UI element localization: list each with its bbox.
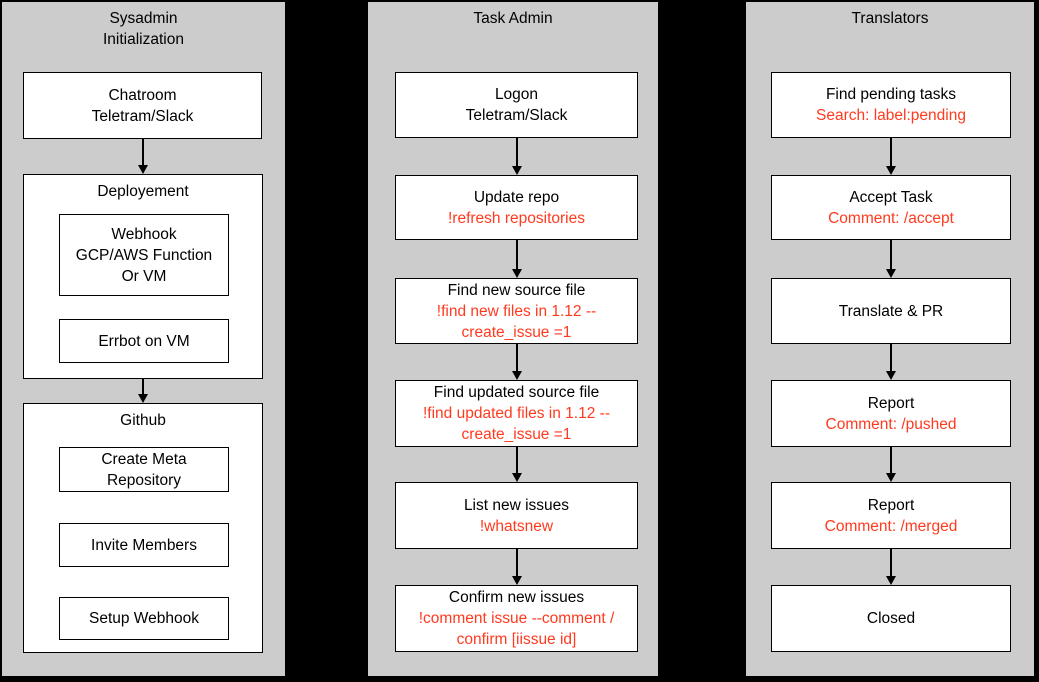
- node-command: !find new files in 1.12 -- create_issue …: [436, 302, 597, 341]
- node-title: Find updated source file: [433, 384, 600, 401]
- node-list-new-issues: List new issues !whatsnew: [395, 482, 638, 549]
- arrow-head: [512, 166, 522, 175]
- node-command: !refresh repositories: [448, 209, 585, 227]
- arrow-shaft: [516, 240, 518, 270]
- node-report-merged: Report Comment: /merged: [771, 482, 1011, 549]
- node-title: Invite Members: [91, 536, 197, 554]
- arrow-down-icon: [885, 138, 897, 175]
- arrow-shaft: [890, 549, 892, 577]
- arrow-down-icon: [511, 138, 523, 175]
- arrow-head: [886, 371, 896, 380]
- node-title: Setup Webhook: [88, 610, 199, 627]
- arrow-head: [512, 269, 522, 278]
- node-github-group: Github Create Meta Repository Invite Mem…: [23, 403, 263, 653]
- node-closed: Closed: [771, 585, 1011, 652]
- lane-title-translators: Translators: [851, 10, 929, 27]
- arrow-shaft: [516, 549, 518, 577]
- arrow-down-icon: [511, 447, 523, 482]
- arrow-shaft: [890, 138, 892, 167]
- arrow-head: [886, 166, 896, 175]
- lane-translators: Translators Find pending tasks Search: l…: [746, 2, 1034, 676]
- node-title: Translate & PR: [838, 302, 944, 320]
- node-command: Comment: /merged: [824, 517, 958, 535]
- node-chatroom: Chatroom Teletram/Slack: [23, 72, 262, 139]
- arrow-down-icon: [511, 344, 523, 380]
- arrow-head: [886, 473, 896, 482]
- node-find-new-source-file: Find new source file !find new files in …: [395, 278, 638, 344]
- lane-sysadmin-initialization: Sysadmin Initialization Chatroom Teletra…: [2, 2, 285, 676]
- arrow-shaft: [890, 240, 892, 270]
- arrow-head: [512, 371, 522, 380]
- node-accept-task: Accept Task Comment: /accept: [771, 175, 1011, 240]
- arrow-head: [138, 165, 148, 174]
- arrow-shaft: [516, 138, 518, 167]
- node-title: Report: [867, 394, 915, 412]
- arrow-shaft: [142, 139, 144, 166]
- lane-task-admin: Task Admin Logon Teletram/Slack Update r…: [368, 2, 658, 676]
- arrow-head: [512, 473, 522, 482]
- arrow-shaft: [516, 447, 518, 474]
- node-title: Errbot on VM: [98, 332, 190, 350]
- node-report-pushed: Report Comment: /pushed: [771, 380, 1011, 447]
- node-create-meta-repository: Create Meta Repository: [59, 447, 229, 492]
- node-title: Webhook GCP/AWS Function Or VM: [75, 225, 213, 285]
- arrow-down-icon: [885, 447, 897, 482]
- node-title: Find new source file: [447, 281, 586, 299]
- node-confirm-new-issues: Confirm new issues !comment issue --comm…: [395, 585, 638, 652]
- node-webhook-function: Webhook GCP/AWS Function Or VM: [59, 214, 229, 296]
- node-errbot-on-vm: Errbot on VM: [59, 319, 229, 363]
- node-title: Closed: [866, 610, 916, 627]
- arrow-shaft: [890, 447, 892, 474]
- node-title: Create Meta Repository: [101, 450, 187, 489]
- lane-title-task-admin: Task Admin: [473, 10, 553, 27]
- node-invite-members: Invite Members: [59, 523, 229, 567]
- node-command: Comment: /pushed: [825, 415, 957, 433]
- arrow-down-icon: [885, 344, 897, 380]
- node-command: !whatsnew: [479, 517, 554, 535]
- arrow-head: [886, 576, 896, 585]
- node-logon: Logon Teletram/Slack: [395, 72, 638, 138]
- arrow-down-icon: [137, 379, 149, 403]
- lane-title-sysadmin: Sysadmin Initialization: [103, 10, 184, 48]
- node-setup-webhook: Setup Webhook: [59, 597, 229, 640]
- node-title: Logon Teletram/Slack: [465, 86, 568, 124]
- node-translate-and-pr: Translate & PR: [771, 278, 1011, 344]
- arrow-shaft: [142, 379, 144, 395]
- node-title: Find pending tasks: [825, 86, 957, 103]
- node-title: Accept Task: [849, 188, 933, 206]
- arrow-down-icon: [511, 549, 523, 585]
- node-command: Search: label:pending: [816, 107, 966, 124]
- node-command: !comment issue --comment / confirm [iiss…: [418, 610, 615, 648]
- arrow-shaft: [890, 344, 892, 372]
- arrow-shaft: [516, 344, 518, 372]
- arrow-head: [138, 394, 148, 403]
- arrow-head: [886, 269, 896, 278]
- node-find-pending-tasks: Find pending tasks Search: label:pending: [771, 72, 1011, 138]
- node-command: !find updated files in 1.12 -- create_is…: [423, 405, 610, 443]
- node-title: Update repo: [473, 188, 560, 206]
- arrow-down-icon: [137, 139, 149, 174]
- node-deployment-group: Deployement Webhook GCP/AWS Function Or …: [23, 174, 263, 379]
- arrow-down-icon: [511, 240, 523, 278]
- node-title: List new issues: [463, 496, 570, 514]
- node-command: Comment: /accept: [828, 209, 954, 227]
- node-title: Github: [120, 412, 166, 429]
- node-update-repo: Update repo !refresh repositories: [395, 175, 638, 240]
- node-find-updated-source-file: Find updated source file !find updated f…: [395, 380, 638, 447]
- node-title: Chatroom Teletram/Slack: [91, 86, 194, 125]
- arrow-head: [512, 576, 522, 585]
- node-title: Deployement: [97, 183, 189, 200]
- node-title: Confirm new issues: [448, 589, 585, 606]
- arrow-down-icon: [885, 240, 897, 278]
- node-title: Report: [867, 496, 915, 514]
- arrow-down-icon: [885, 549, 897, 585]
